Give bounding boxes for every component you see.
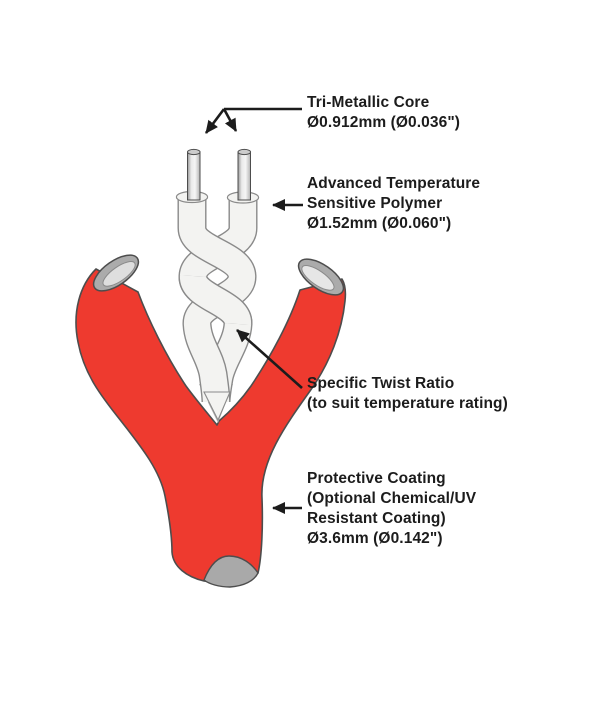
- label-coating-line3: Resistant Coating): [307, 510, 446, 527]
- label-polymer-line2: Sensitive Polymer: [307, 195, 443, 212]
- label-polymer-line1: Advanced Temperature: [307, 175, 481, 192]
- label-twist: Specific Twist Ratio (to suit temperatur…: [307, 374, 508, 414]
- jacket-lip-right: [297, 258, 345, 296]
- polymer-crossover-fill: [179, 273, 252, 327]
- label-twist-line1: Specific Twist Ratio: [307, 375, 455, 392]
- label-polymer-dimension: Ø1.52mm (Ø0.060"): [307, 215, 452, 232]
- core-left: [187, 148, 201, 201]
- label-coating-line2: (Optional Chemical/UV: [307, 490, 477, 507]
- label-coating: Protective Coating (Optional Chemical/UV…: [307, 469, 476, 549]
- label-coating-line1: Protective Coating: [307, 470, 446, 487]
- label-core: Tri-Metallic Core Ø0.912mm (Ø0.036"): [307, 93, 460, 133]
- core-arrow-left: [204, 108, 226, 134]
- twisted-pair: [177, 197, 258, 403]
- core-right: [237, 148, 252, 201]
- polymer-tube-left: [178, 197, 256, 403]
- leader-lines: [204, 107, 303, 514]
- jacket-lip-left: [92, 254, 140, 292]
- label-twist-line2: (to suit temperature rating): [307, 395, 508, 412]
- label-polymer: Advanced Temperature Sensitive Polymer Ø…: [307, 174, 480, 234]
- jacket-cut-face: [203, 555, 259, 588]
- label-core-dimension: Ø0.912mm (Ø0.036"): [307, 114, 461, 131]
- label-core-title: Tri-Metallic Core: [307, 94, 430, 111]
- twist-arrow: [236, 329, 303, 389]
- polymer-tip: [203, 391, 231, 422]
- core-arrow-right: [222, 108, 238, 132]
- label-coating-dimension: Ø3.6mm (Ø0.142"): [307, 530, 443, 547]
- jacket-outer-red: [75, 268, 347, 584]
